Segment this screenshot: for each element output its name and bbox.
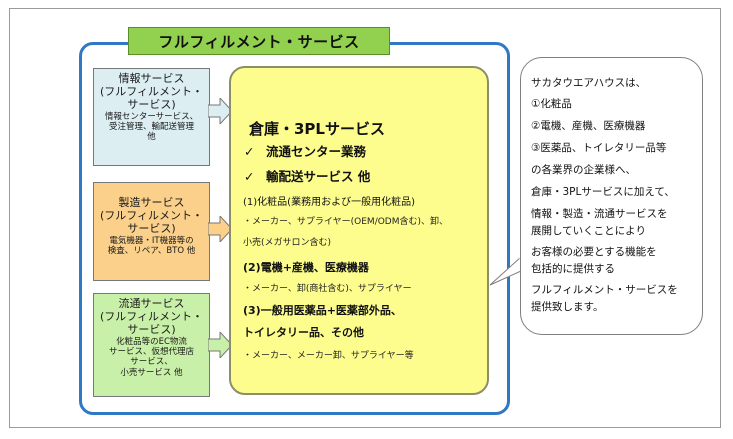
callout-line-4: ③医薬品、トイレタリー品等 xyxy=(531,142,667,154)
check-item-label: 輸配送サービス 他 xyxy=(266,169,371,184)
description-callout xyxy=(520,57,703,335)
check-item-delivery: ✓ 輸配送サービス 他 xyxy=(244,166,370,185)
manufacturing-service-title-2: (フルフィルメント・ xyxy=(99,209,204,223)
category-electric-detail: ・メーカー、卸(商社含む)、サプライヤー xyxy=(243,284,412,294)
info-arrow-icon xyxy=(208,98,232,124)
distribution-service-title-3: サービス) xyxy=(127,323,176,337)
distribution-service-box: 流通サービス (フルフィルメント・ サービス) 化粧品等のEC物流 サービス、仮… xyxy=(93,293,210,397)
info-service-title-3: サービス) xyxy=(127,98,176,112)
manufacturing-service-box: 製造サービス (フルフィルメント・ サービス) 電気機器・IT機器等の 検査、リ… xyxy=(93,182,210,281)
distribution-service-desc-3: サービス、 xyxy=(130,357,173,368)
info-service-title-2: (フルフィルメント・ xyxy=(99,85,204,99)
info-service-box: 情報サービス (フルフィルメント・ サービス) 情報センターサービス、 受注管理… xyxy=(93,68,210,166)
distribution-service-title-2: (フルフィルメント・ xyxy=(99,310,204,324)
info-service-desc-2: 受注管理、輸配送管理 xyxy=(108,121,194,132)
warehouse-3pl-box: 倉庫・3PLサービス ✓ 流通センター業務 ✓ 輸配送サービス 他 (1)化粧品(業… xyxy=(229,66,489,395)
check-item-distribution-center: ✓ 流通センター業務 xyxy=(244,141,366,160)
category-electric: (2)電機+産機、医療機器 xyxy=(243,261,369,274)
callout-line-7: 情報・製造・流通サービスを xyxy=(531,208,668,220)
warehouse-heading: 倉庫・3PLサービス xyxy=(249,120,385,138)
check-item-label: 流通センター業務 xyxy=(266,144,367,159)
check-icon: ✓ xyxy=(244,169,255,184)
callout-line-3: ②電機、産機、医療機器 xyxy=(531,120,646,132)
info-service-desc-3: 他 xyxy=(147,132,156,143)
info-service-title-1: 情報サービス xyxy=(118,72,185,85)
manufacturing-service-title-3: サービス) xyxy=(127,222,176,236)
distribution-service-desc-4: 小売サービス 他 xyxy=(120,367,183,378)
info-service-desc-1: 情報センターサービス、 xyxy=(104,111,199,122)
callout-line-9: お客様の必要とする機能を xyxy=(531,246,657,258)
manufacturing-service-desc-1: 電気機器・IT機器等の xyxy=(109,235,194,246)
callout-line-8: 展開していくことにより xyxy=(531,225,646,237)
category-cosmetics: (1)化粧品(業務用および一般用化粧品) xyxy=(243,197,415,208)
distribution-service-desc-1: 化粧品等のEC物流 xyxy=(116,336,187,347)
callout-line-5: の各業界の企業様へ、 xyxy=(531,164,636,176)
callout-line-2: ①化粧品 xyxy=(531,98,572,110)
distribution-service-desc-2: サービス、仮想代理店 xyxy=(108,346,194,357)
callout-line-11: フルフィルメント・サービスを xyxy=(531,284,678,296)
category-pharma-detail: ・メーカー、メーカー卸、サプライヤー等 xyxy=(243,351,414,361)
manufacturing-service-title-1: 製造サービス xyxy=(118,196,185,209)
category-cosmetics-detail-1: ・メーカー、サプライヤー(OEM/ODM含む)、卸、 xyxy=(243,217,449,227)
manufacturing-service-desc-2: 検査、リペア、BTO 他 xyxy=(107,245,196,256)
category-pharma: (3)一般用医薬品+医薬部外品、 xyxy=(243,304,402,317)
category-pharma-2: トイレタリー品、その他 xyxy=(243,326,364,339)
callout-line-10: 包括的に提供する xyxy=(531,263,615,275)
distribution-arrow-icon xyxy=(208,332,232,358)
distribution-service-title-1: 流通サービス xyxy=(118,297,185,310)
category-cosmetics-detail-2: 小売(メガサロン含む) xyxy=(243,238,332,248)
callout-line-12: 提供致します。 xyxy=(531,301,604,313)
callout-line-1: サカタウエアハウスは、 xyxy=(531,77,647,89)
callout-line-6: 倉庫・3PLサービスに加えて、 xyxy=(531,186,675,198)
manufacturing-arrow-icon xyxy=(208,216,232,242)
diagram-title: フルフィルメント・サービス xyxy=(128,27,390,55)
check-icon: ✓ xyxy=(244,144,255,159)
